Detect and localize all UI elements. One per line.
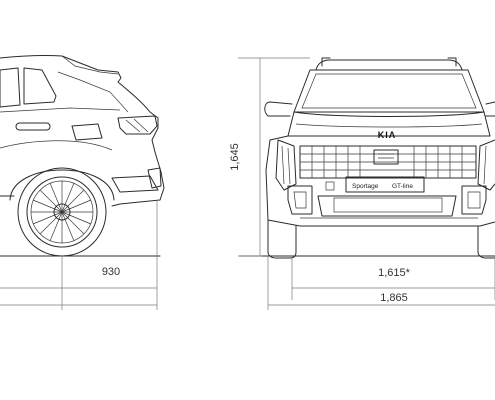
track-dimension: 1,615* <box>291 256 495 300</box>
left-headlamp-drl <box>281 145 291 185</box>
width-value: 1,865 <box>380 292 408 304</box>
width-dimension: 1,865 <box>267 256 495 310</box>
model-badge-main: Sportage <box>352 183 379 190</box>
side-view <box>0 55 165 257</box>
side-lower-crease <box>0 140 113 151</box>
rear-rim-outer <box>26 176 98 248</box>
side-c-pillar <box>57 71 129 113</box>
height-dimension: 1,645 <box>229 57 310 257</box>
front-roof-rails <box>321 57 457 67</box>
windshield <box>293 69 485 113</box>
height-value: 1,645 <box>229 143 241 171</box>
side-tail-lamp-detail <box>125 118 149 133</box>
left-headlamp <box>275 139 297 191</box>
side-spoiler <box>61 55 119 75</box>
front-view: KIA Sportage GT-line <box>239 57 495 259</box>
right-headlamp-drl <box>483 145 487 185</box>
side-rear-bumper <box>111 175 159 193</box>
right-mirror <box>485 101 495 117</box>
left-mirror <box>264 101 293 117</box>
track-value: 1,615* <box>378 267 411 279</box>
front-sensor-box <box>373 149 399 165</box>
license-plate-area <box>333 197 443 213</box>
hood <box>287 111 491 137</box>
side-wheel-arch <box>9 169 115 201</box>
side-body-outline <box>0 55 165 207</box>
right-fog-lamp-inner <box>467 191 481 209</box>
rear-hub-cap <box>53 203 71 221</box>
side-quarter-glass <box>23 67 57 105</box>
left-fog-lamp-inner <box>293 191 307 209</box>
right-front-tire <box>477 225 495 259</box>
kia-logo: KIA <box>378 130 397 140</box>
side-tail-lamp <box>117 115 158 135</box>
right-headlamp <box>477 139 495 191</box>
front-camera <box>325 181 335 191</box>
side-reflector <box>147 167 162 189</box>
left-fog-lamp <box>287 185 313 215</box>
front-sensor-lines <box>378 153 394 159</box>
side-beltline <box>0 107 121 113</box>
lower-bumper <box>317 195 457 217</box>
windshield-inner <box>301 73 477 109</box>
rear-rim-spokes <box>31 181 93 243</box>
grille-pattern <box>300 146 476 178</box>
front-roof <box>315 59 463 71</box>
rear-overhang-dimension: 930 <box>0 200 158 310</box>
side-rear-window <box>0 67 21 108</box>
model-badge-frame <box>345 176 425 193</box>
rear-overhang-value: 930 <box>102 266 120 278</box>
side-door-handle <box>15 122 51 131</box>
hood-crease <box>295 123 483 128</box>
model-badge-trim: GT-line <box>392 183 413 190</box>
right-fog-lamp <box>461 185 487 215</box>
front-grille <box>299 145 477 179</box>
left-front-tire <box>267 219 297 259</box>
side-fuel-cap <box>71 123 103 141</box>
